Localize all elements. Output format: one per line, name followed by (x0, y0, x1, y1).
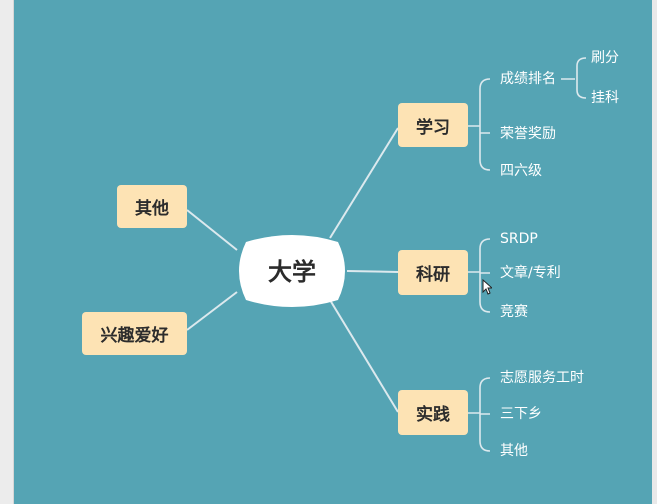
topic-research-label: 科研 (416, 265, 450, 285)
subtopic-cet[interactable]: 四六级 (500, 163, 542, 179)
topic-other-label: 其他 (135, 199, 169, 219)
mouse-cursor-icon (482, 279, 492, 295)
center-node-shape[interactable] (239, 235, 345, 307)
main-connectors (186, 127, 399, 413)
connector-center-practice (329, 299, 399, 413)
connector-center-research (346, 270, 399, 273)
sub-connectors (468, 57, 587, 452)
topic-study-label: 学习 (416, 117, 450, 138)
subtopic-rural-practice[interactable]: 三下乡 (500, 406, 542, 422)
connector-center-hobby (186, 291, 238, 331)
subtopic-srdp[interactable]: SRDP (500, 231, 538, 247)
subtopic-ranking[interactable]: 成绩排名 (500, 71, 556, 87)
topic-other[interactable]: 其他 (117, 185, 187, 228)
topic-hobby[interactable]: 兴趣爱好 (82, 312, 187, 355)
topic-study[interactable]: 学习 (398, 103, 468, 147)
topic-practice[interactable]: 实践 (398, 390, 468, 435)
subtopic-papers-patents[interactable]: 文章/专利 (500, 265, 561, 281)
topic-hobby-label: 兴趣爱好 (100, 326, 169, 346)
subtopic-competition[interactable]: 竞赛 (500, 304, 528, 320)
connector-center-study (329, 127, 399, 239)
subtopic-practice-other[interactable]: 其他 (500, 443, 528, 459)
topic-practice-label: 实践 (416, 405, 450, 425)
topic-research[interactable]: 科研 (398, 250, 468, 295)
center-node-label: 大学 (268, 258, 316, 286)
subtopic-score-grinding[interactable]: 刷分 (591, 50, 619, 66)
left-panel-edge (0, 0, 14, 504)
bracket-study (468, 78, 491, 171)
connector-center-other (186, 209, 238, 251)
subtopic-volunteer-hours[interactable]: 志愿服务工时 (500, 370, 584, 386)
subtopic-fail[interactable]: 挂科 (591, 90, 619, 106)
scrollbar-track[interactable] (652, 0, 657, 504)
subtopic-honors[interactable]: 荣誉奖励 (500, 126, 556, 142)
bracket-practice (468, 377, 491, 452)
bracket-research (468, 238, 491, 313)
bracket-ranking (561, 57, 587, 99)
